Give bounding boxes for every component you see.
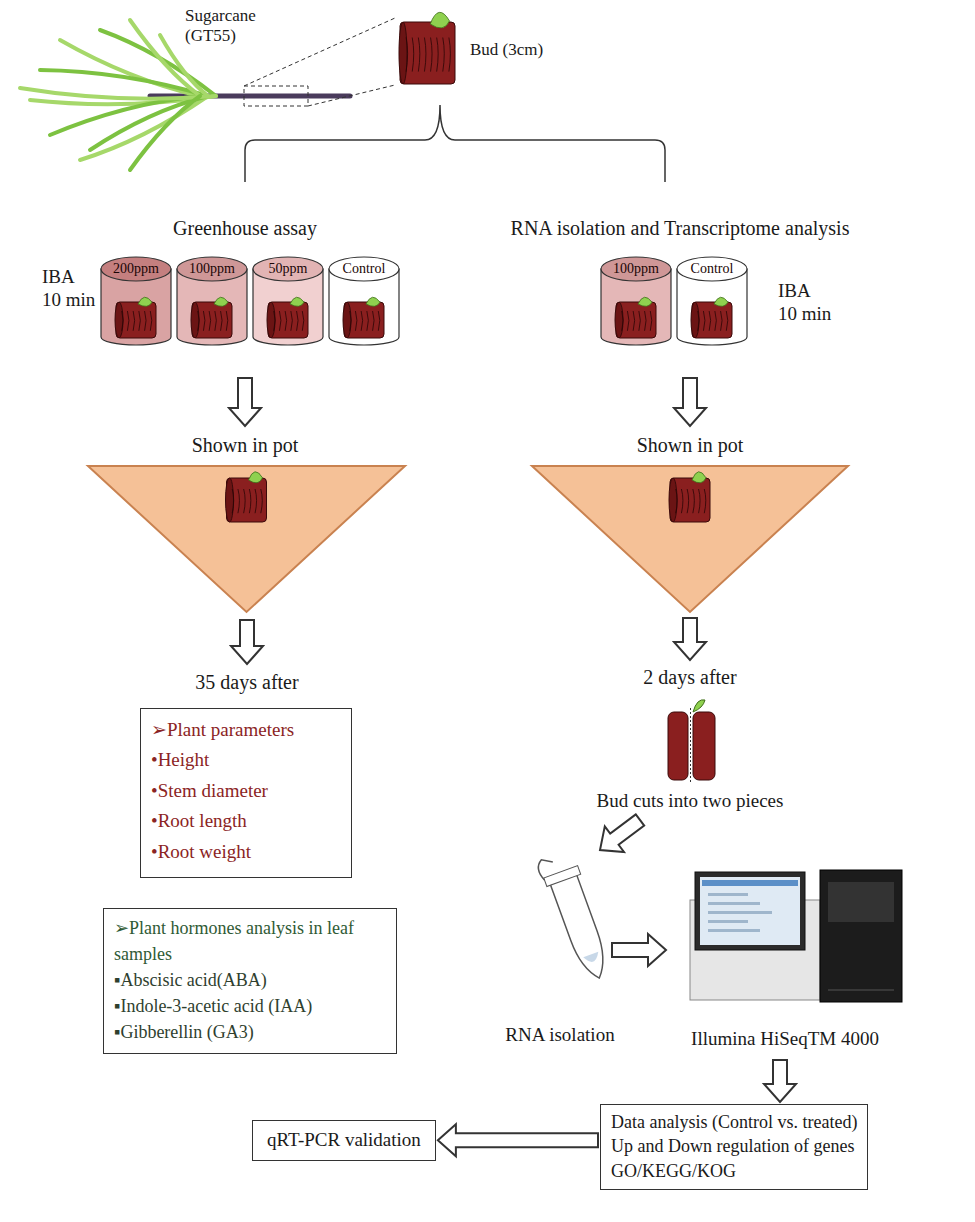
process-box: ➢Plant hormones analysis in leaf samples… xyxy=(103,908,397,1054)
pot xyxy=(88,466,405,612)
bud-illustration xyxy=(691,297,732,338)
box-text: GO/KEGG/KOG xyxy=(611,1159,857,1183)
label: 35 days after xyxy=(195,670,298,694)
bud-illustration xyxy=(399,12,455,84)
flow-arrow xyxy=(231,620,263,664)
label: Shown in pot xyxy=(637,433,744,457)
box-text: ▪Abscisic acid(ABA) xyxy=(114,967,386,993)
bud-illustration xyxy=(615,297,656,338)
flow-arrow xyxy=(438,1124,598,1156)
box-heading: ➢Plant hormones analysis in leaf samples xyxy=(114,915,386,967)
concentration-label: 100ppm xyxy=(176,260,248,278)
bud-illustration xyxy=(226,472,267,522)
box-text: qRT-PCR validation xyxy=(267,1128,421,1153)
bud-illustration xyxy=(267,297,308,338)
box-text: Up and Down regulation of genes xyxy=(611,1134,857,1158)
sequencer-illustration xyxy=(690,870,902,1002)
label: Sugarcane (GT55) xyxy=(185,6,275,47)
label: IBA 10 min xyxy=(778,280,833,326)
box-text: •Stem diameter xyxy=(151,776,341,806)
treatment-cylinder: Control xyxy=(328,256,400,346)
pot xyxy=(532,466,848,612)
box-text: ▪Gibberellin (GA3) xyxy=(114,1019,386,1045)
process-box: Data analysis (Control vs. treated)Up an… xyxy=(600,1104,868,1190)
concentration-label: 100ppm xyxy=(600,260,672,278)
label: IBA 10 min xyxy=(42,266,97,312)
treatment-cylinder: 50ppm xyxy=(252,256,324,346)
concentration-label: 50ppm xyxy=(252,260,324,278)
label: RNA isolation and Transcriptome analysis xyxy=(511,216,850,240)
flow-arrow xyxy=(674,618,706,660)
treatment-cylinder: 200ppm xyxy=(100,256,172,346)
concentration-label: Control xyxy=(328,260,400,278)
treatment-cylinder: 100ppm xyxy=(176,256,248,346)
label: RNA isolation xyxy=(505,1024,614,1047)
box-text: •Height xyxy=(151,745,341,775)
concentration-label: Control xyxy=(676,260,748,278)
rna-tube xyxy=(535,849,616,985)
label: Bud cuts into two pieces xyxy=(597,790,784,813)
treatment-cylinder: Control xyxy=(676,256,748,346)
label: Bud (3cm) xyxy=(470,40,543,60)
bud-illustration xyxy=(669,472,710,522)
bud-illustration xyxy=(191,297,232,338)
flow-arrow xyxy=(612,934,666,966)
flow-arrow xyxy=(674,378,706,426)
flow-arrow xyxy=(764,1060,796,1102)
process-box: qRT-PCR validation xyxy=(252,1120,436,1161)
label: Greenhouse assay xyxy=(173,216,317,240)
process-box: ➢Plant parameters•Height•Stem diameter•R… xyxy=(140,708,352,878)
label: 2 days after xyxy=(643,665,736,689)
bud-illustration xyxy=(343,297,384,338)
treatment-cylinder: 100ppm xyxy=(600,256,672,346)
box-text: Data analysis (Control vs. treated) xyxy=(611,1110,857,1134)
box-text: •Root weight xyxy=(151,837,341,867)
box-heading: ➢Plant parameters xyxy=(151,715,341,745)
label: Illumina HiSeqTM 4000 xyxy=(691,1028,879,1051)
bud-halves xyxy=(668,700,715,784)
branch-bracket xyxy=(245,105,665,182)
label: Shown in pot xyxy=(192,433,299,457)
flow-arrow xyxy=(600,814,644,852)
flow-arrow xyxy=(229,378,261,426)
bud-illustration xyxy=(115,297,156,338)
concentration-label: 200ppm xyxy=(100,260,172,278)
box-text: •Root length xyxy=(151,806,341,836)
box-text: ▪Indole-3-acetic acid (IAA) xyxy=(114,993,386,1019)
